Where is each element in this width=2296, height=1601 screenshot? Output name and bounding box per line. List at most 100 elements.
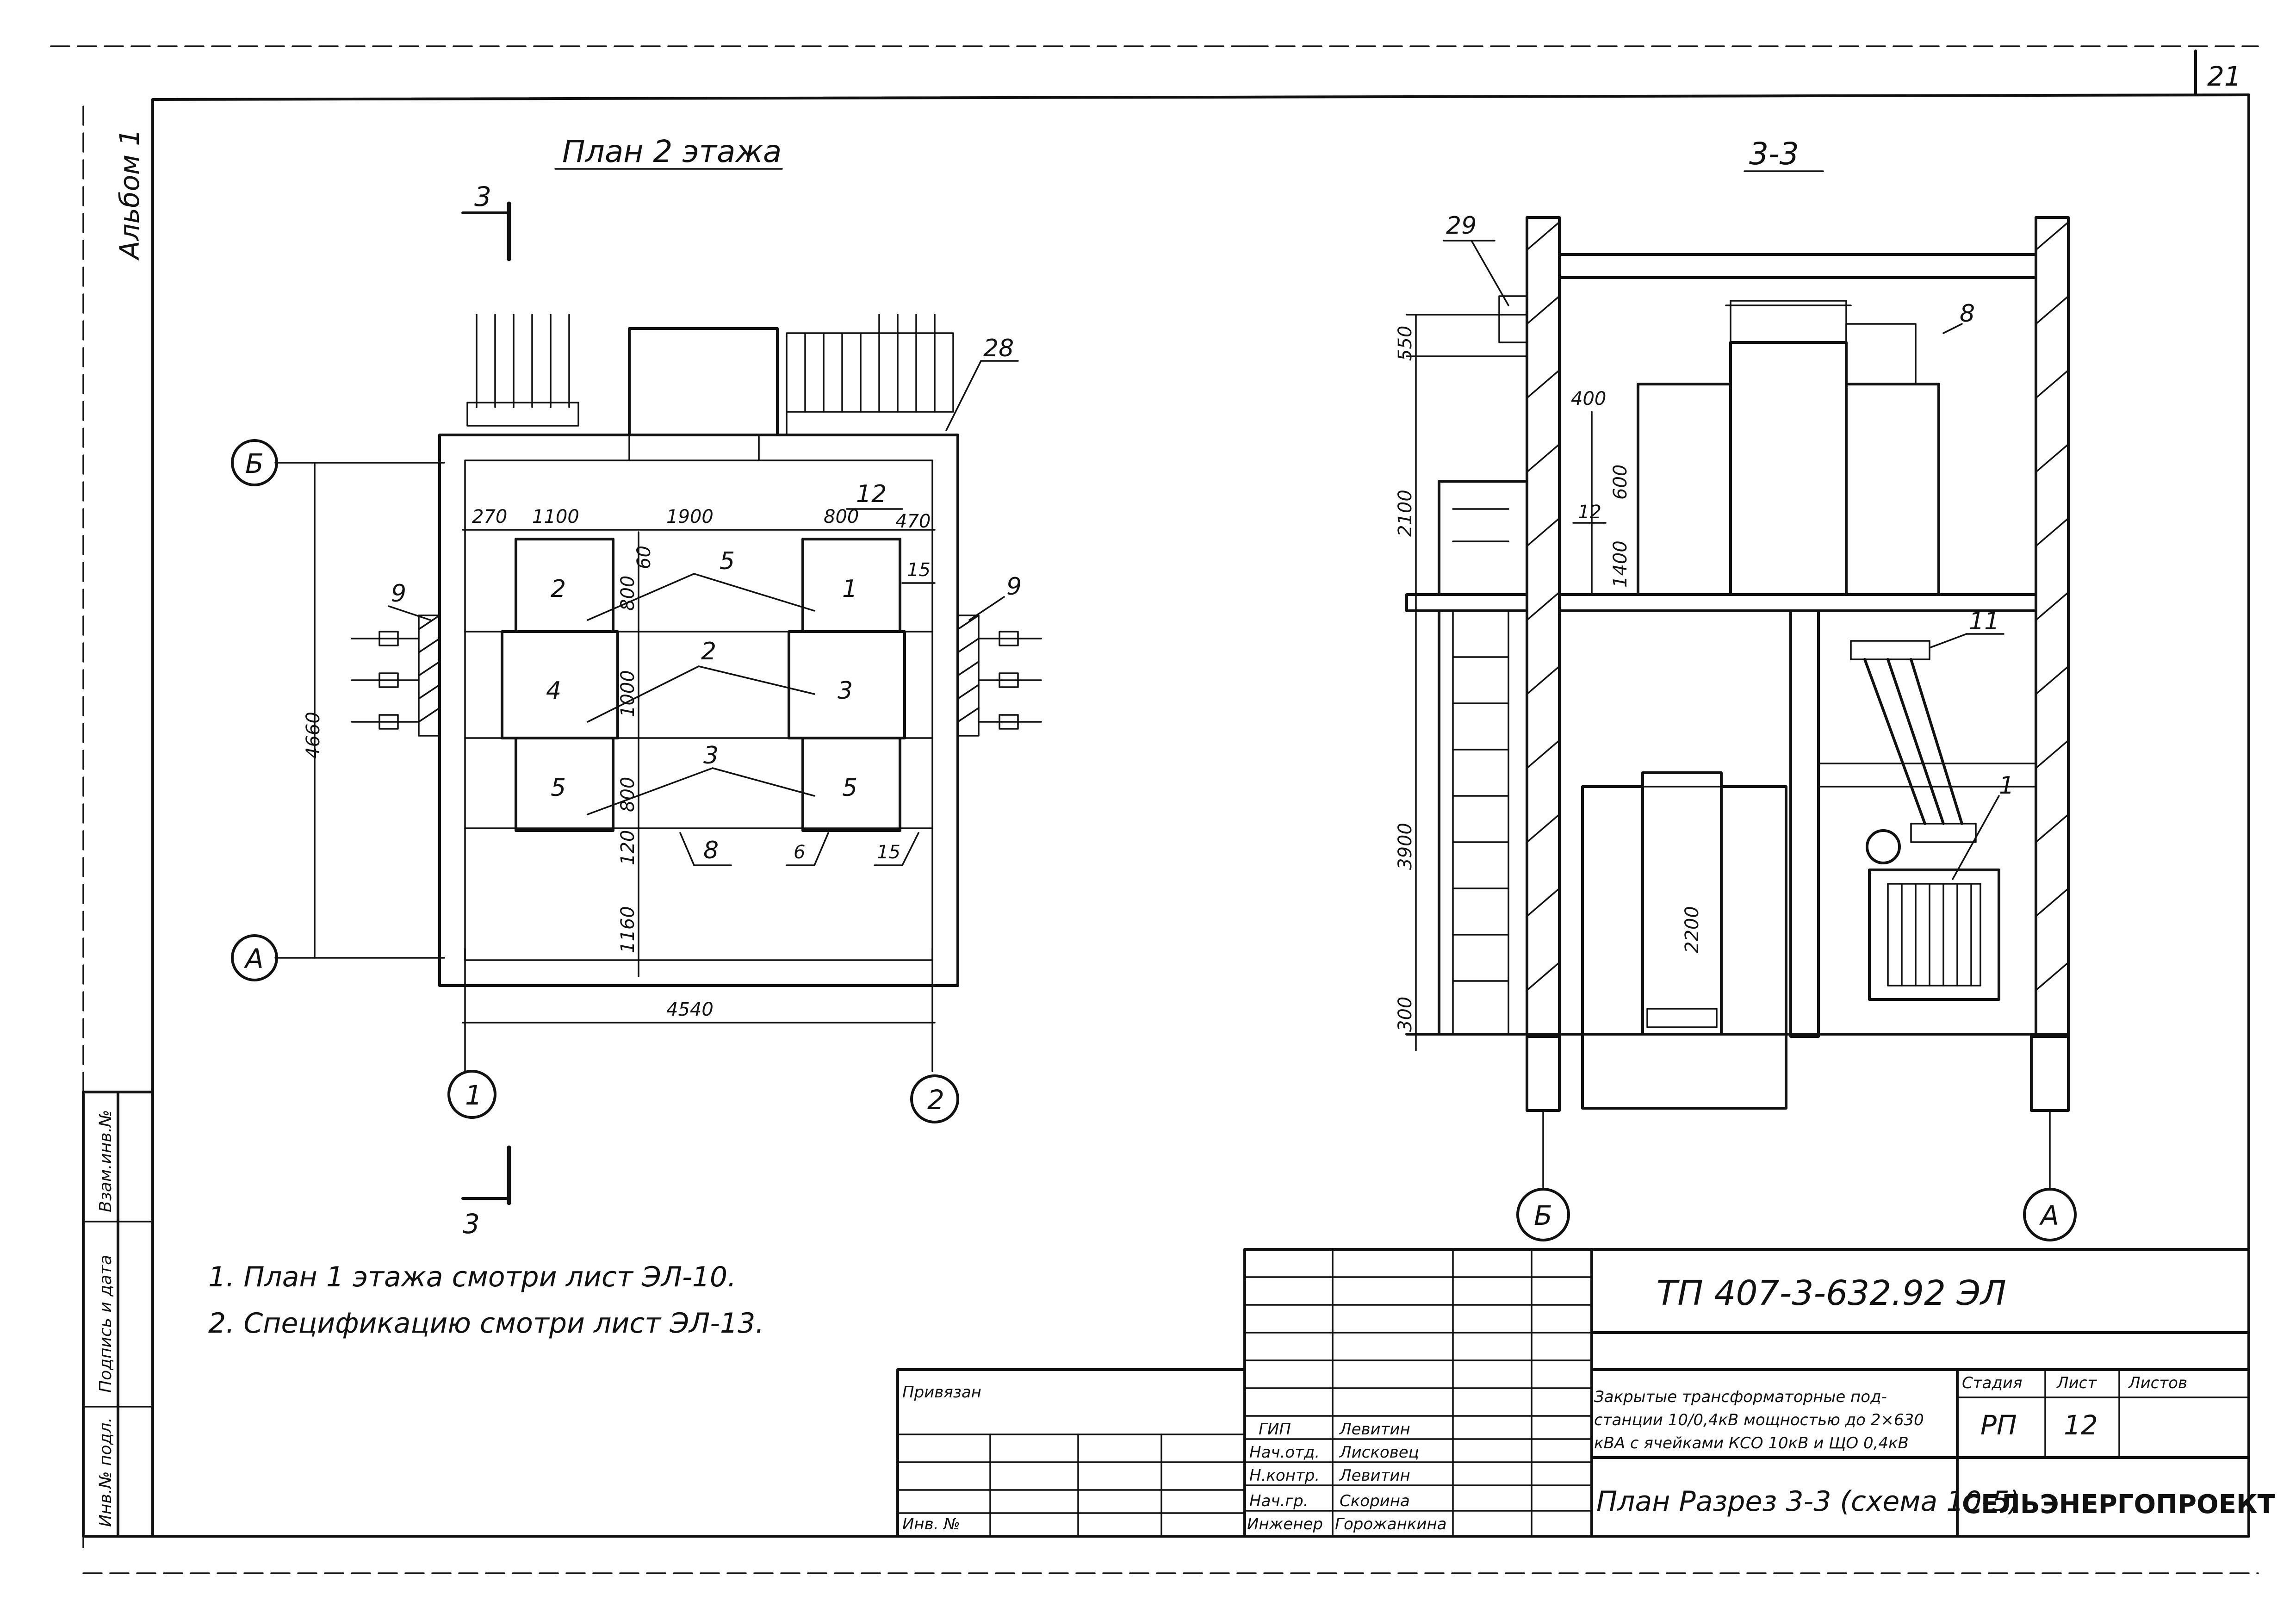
svg-text:15: 15 (907, 559, 931, 581)
svg-text:4660: 4660 (303, 712, 324, 759)
svg-text:3: 3 (463, 1208, 480, 1240)
svg-text:А: А (243, 943, 264, 974)
svg-text:1900: 1900 (666, 506, 714, 527)
svg-text:15: 15 (877, 842, 900, 863)
svg-text:600: 600 (1610, 465, 1631, 500)
svg-text:1000: 1000 (617, 670, 639, 717)
svg-text:120: 120 (617, 830, 639, 865)
svg-text:Подпись и дата: Подпись и дата (96, 1255, 115, 1393)
axis-marker-1 (447, 1070, 496, 1119)
svg-text:9: 9 (391, 580, 406, 608)
section-foundation (1526, 1035, 1561, 1112)
section-mark-bottom: 3 (461, 1145, 511, 1240)
plan-title: План 2 этажа (562, 134, 782, 169)
plan-side-equipment-left (351, 614, 441, 737)
axis-marker-b (231, 439, 278, 486)
svg-text:29: 29 (1446, 212, 1477, 240)
svg-text:2: 2 (551, 575, 566, 603)
svg-text:3900: 3900 (1395, 823, 1416, 870)
section-title: 3-3 (1749, 136, 1799, 172)
svg-text:Н.контр.: Н.контр. (1249, 1466, 1320, 1485)
svg-text:Лисковец: Лисковец (1339, 1443, 1419, 1462)
svg-text:270: 270 (472, 506, 507, 527)
svg-text:2200: 2200 (1682, 906, 1703, 953)
svg-text:1160: 1160 (617, 906, 639, 953)
plan-side-equipment-right (957, 614, 1042, 737)
svg-text:11: 11 (1969, 608, 1999, 635)
section-callouts: 29 8 12 11 1 (1443, 212, 2014, 880)
svg-text:3: 3 (703, 742, 719, 769)
svg-text:2100: 2100 (1395, 490, 1416, 537)
svg-text:9: 9 (1006, 573, 1022, 601)
plan-cells: 2 1 4 3 5 5 (464, 538, 933, 832)
section-ladder (1438, 480, 1528, 1036)
section-busbars (1818, 640, 2037, 825)
section-mark-top: 3 (461, 181, 511, 261)
svg-text:28: 28 (983, 335, 1014, 362)
svg-text:1: 1 (1999, 772, 2014, 800)
svg-text:5: 5 (551, 774, 566, 802)
svg-text:1: 1 (465, 1080, 482, 1111)
section-3-3: 3-3 (1395, 136, 2077, 1241)
svg-text:Нач.гр.: Нач.гр. (1249, 1492, 1309, 1510)
sheet-title: План Разрез 3-3 (схема 10-5) (1596, 1485, 2020, 1518)
axis-marker-2 (910, 1074, 959, 1123)
svg-text:кВА с ячейками КСО 10кВ и ЩО 0: кВА с ячейками КСО 10кВ и ЩО 0,4кВ (1594, 1434, 1909, 1452)
note-1: 1. План 1 этажа смотри лист ЭЛ-10. (208, 1261, 736, 1293)
plan-top-box (628, 327, 779, 436)
svg-text:300: 300 (1395, 997, 1416, 1032)
svg-text:3: 3 (474, 181, 491, 212)
section-floor-slab-left (1405, 593, 1528, 612)
svg-text:А: А (2039, 1200, 2059, 1231)
svg-text:Б: Б (245, 448, 264, 479)
svg-text:12: 12 (2064, 1409, 2098, 1441)
svg-text:Скорина: Скорина (1340, 1492, 1410, 1510)
section-axis-marker-a (2023, 1188, 2077, 1241)
svg-text:6: 6 (794, 842, 805, 863)
section-axis-marker-b (1516, 1188, 1570, 1241)
svg-text:60: 60 (633, 546, 655, 569)
svg-text:Закрытые трансформаторные под-: Закрытые трансформаторные под- (1594, 1388, 1887, 1406)
notes: 1. План 1 этажа смотри лист ЭЛ-10. 2. Сп… (208, 1261, 764, 1340)
section-upper-equipment (1637, 300, 1940, 596)
axis-marker-a (231, 934, 278, 981)
svg-text:800: 800 (617, 777, 639, 812)
svg-text:8: 8 (703, 837, 719, 864)
album-label: Альбом 1 (114, 129, 145, 261)
svg-text:4540: 4540 (666, 999, 714, 1020)
svg-text:550: 550 (1395, 326, 1416, 361)
privyazan-stamp: Привязан Инв. № (896, 1368, 1246, 1538)
svg-text:Лист: Лист (2056, 1374, 2097, 1392)
svg-text:РП: РП (1980, 1409, 2017, 1441)
svg-text:Горожанкина: Горожанкина (1335, 1515, 1447, 1533)
title-block: ГИП Нач.отд. Н.контр. Нач.гр. Инженер Ле… (1243, 1248, 2275, 1538)
left-side-stamp: Инв.№ подл. Подпись и дата Взам.инв.№ (82, 1091, 154, 1538)
svg-text:2: 2 (927, 1084, 944, 1116)
svg-text:1400: 1400 (1610, 540, 1631, 588)
plan-inner-wall (464, 459, 933, 961)
svg-text:12: 12 (856, 480, 887, 508)
svg-text:Левитин: Левитин (1339, 1466, 1410, 1485)
plan-cables-right (786, 314, 954, 413)
svg-text:Взам.инв.№: Взам.инв.№ (96, 1110, 115, 1212)
sheet-frame (50, 45, 2259, 1574)
svg-text:станции 10/0,4кВ мощностью до: станции 10/0,4кВ мощностью до 2×630 (1594, 1411, 1924, 1429)
section-pit (1581, 1033, 1787, 1110)
doc-code: ТП 407-3-632.92 ЭЛ (1657, 1273, 2006, 1313)
svg-text:470: 470 (895, 511, 931, 532)
svg-text:Нач.отд.: Нач.отд. (1249, 1443, 1320, 1462)
svg-text:400: 400 (1571, 388, 1606, 410)
section-lower-equipment (1581, 771, 1787, 1036)
svg-text:1100: 1100 (532, 506, 579, 527)
svg-text:3: 3 (838, 677, 853, 705)
svg-text:Инв. №: Инв. № (902, 1515, 960, 1533)
section-transformer (1866, 823, 2000, 1001)
svg-text:2: 2 (701, 638, 716, 665)
svg-text:8: 8 (1960, 300, 1975, 328)
svg-text:Привязан: Привязан (902, 1383, 981, 1402)
note-2: 2. Спецификацию смотри лист ЭЛ-13. (208, 1307, 764, 1340)
svg-text:Б: Б (1534, 1200, 1552, 1231)
plan-2nd-floor: План 2 этажа 3 3 (231, 134, 1042, 1240)
